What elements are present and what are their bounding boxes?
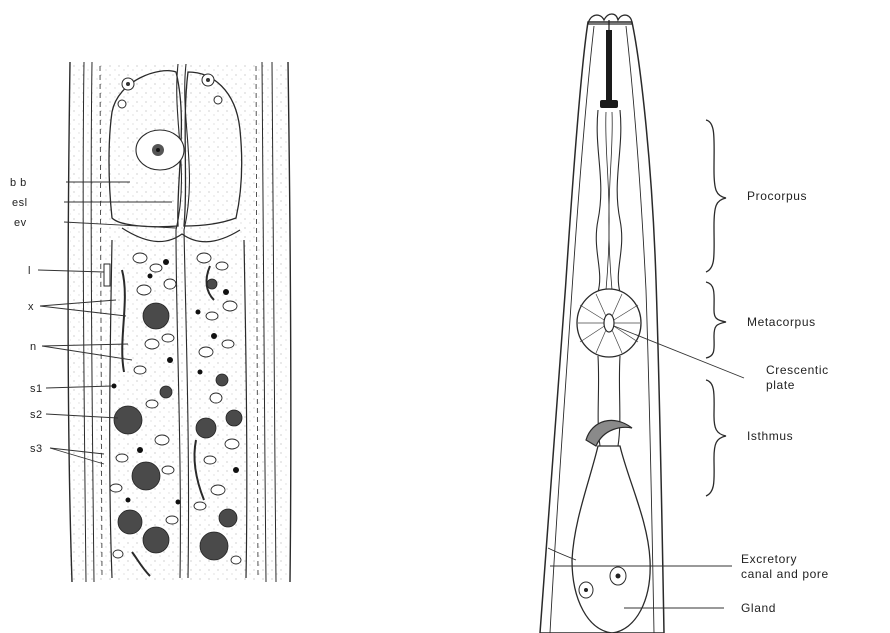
label-procorpus: Procorpus (747, 189, 807, 203)
label-ev: ev (14, 217, 27, 229)
label-isthmus: Isthmus (747, 429, 793, 443)
label-l: l (28, 265, 31, 277)
label-plate: plate (766, 378, 795, 392)
label-crescentic: Crescentic (766, 363, 829, 377)
label-s3: s3 (30, 443, 43, 455)
label-bb: b b (10, 177, 27, 189)
label-excretory: Excretory (741, 552, 797, 566)
cross-section-figure: b b esl ev l x n s1 s2 s3 (10, 62, 291, 582)
label-s2: s2 (30, 409, 43, 421)
label-s1: s1 (30, 383, 43, 395)
label-x: x (28, 301, 34, 313)
label-gland: Gland (741, 601, 776, 615)
label-canal-and-pore: canal and pore (741, 567, 829, 581)
label-n: n (30, 341, 37, 353)
label-metacorpus: Metacorpus (747, 315, 816, 329)
nematode-head-figure: Procorpus Metacorpus Crescentic plate Is… (540, 14, 829, 633)
label-esl: esl (12, 197, 28, 209)
